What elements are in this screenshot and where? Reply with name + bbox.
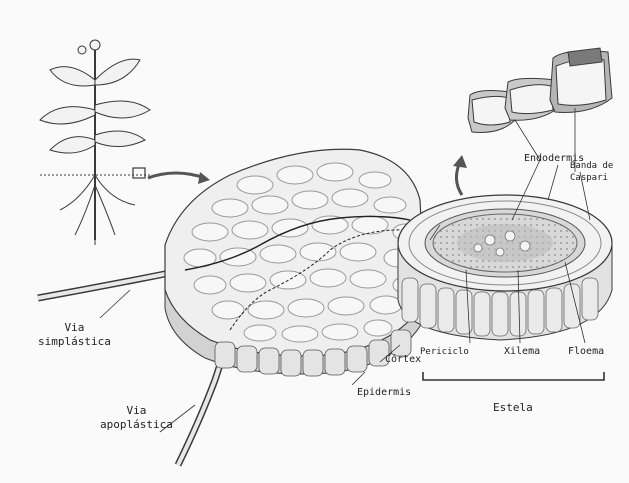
label-periciclo: Periciclo xyxy=(420,346,469,358)
label-estela: Estela xyxy=(493,402,533,414)
label-banda-caspari: Banda de Caspari xyxy=(570,160,613,184)
stele-cylinder xyxy=(398,195,612,340)
label-floema: Floema xyxy=(568,346,604,358)
label-xilema: Xilema xyxy=(504,346,540,358)
label-epidermis: Epidermis xyxy=(357,387,411,399)
label-via-simplastica: Via simplástica xyxy=(38,321,111,349)
label-cortex: Córtex xyxy=(385,354,421,366)
label-via-apoplastica: Via apoplástica xyxy=(100,404,173,432)
